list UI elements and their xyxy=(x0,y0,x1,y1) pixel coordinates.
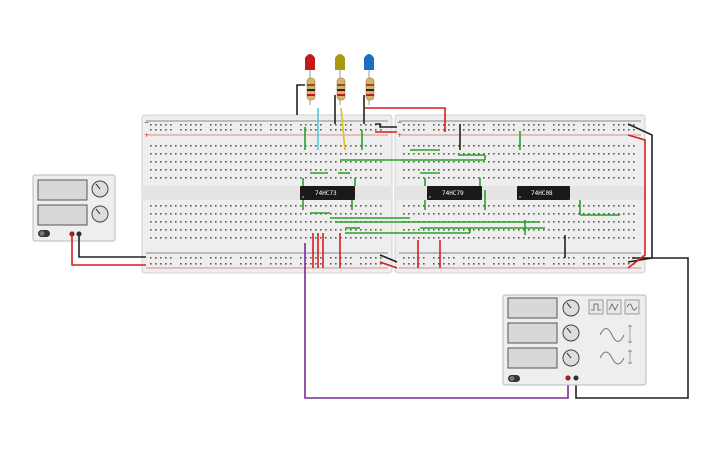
purple-wire[interactable] xyxy=(304,243,569,399)
chip-74hc79[interactable]: 74HC79 xyxy=(427,186,482,200)
power-supply[interactable] xyxy=(32,174,116,242)
square-wave-button[interactable] xyxy=(588,299,604,315)
chip-74hc08[interactable]: 74HC08 xyxy=(517,186,570,200)
function-generator[interactable] xyxy=(502,294,647,386)
sine-wave-button[interactable] xyxy=(624,299,640,315)
chip-74hc73[interactable]: 74HC73 xyxy=(300,186,355,200)
rail-minus-mark: − xyxy=(144,119,149,126)
rail-plus-mark: + xyxy=(144,132,149,139)
led-yellow[interactable] xyxy=(335,54,346,105)
led-blue[interactable] xyxy=(364,54,375,105)
positive-terminal[interactable] xyxy=(69,231,75,237)
yellow-wire[interactable] xyxy=(340,107,346,151)
negative-terminal[interactable] xyxy=(76,231,82,237)
chip-label: 74HC08 xyxy=(531,190,553,197)
supply-black-lead[interactable] xyxy=(78,236,146,258)
chip-label: 74HC73 xyxy=(315,190,337,197)
red-wires[interactable] xyxy=(312,107,646,269)
triangle-wave-button[interactable] xyxy=(606,299,622,315)
black-wires[interactable] xyxy=(296,84,689,399)
generator-ground-terminal[interactable] xyxy=(573,375,579,381)
supply-red-lead[interactable] xyxy=(71,236,146,266)
rail-minus-mark: − xyxy=(397,119,402,126)
amplitude-sine-icon xyxy=(599,324,633,344)
led-red[interactable] xyxy=(305,54,316,105)
green-wires[interactable] xyxy=(302,127,620,235)
chip-label: 74HC79 xyxy=(442,190,464,197)
generator-output-terminal[interactable] xyxy=(565,375,571,381)
offset-sine-icon xyxy=(599,349,633,365)
rail-plus-mark: + xyxy=(397,132,402,139)
breadboard-left-holes[interactable] xyxy=(150,124,382,265)
